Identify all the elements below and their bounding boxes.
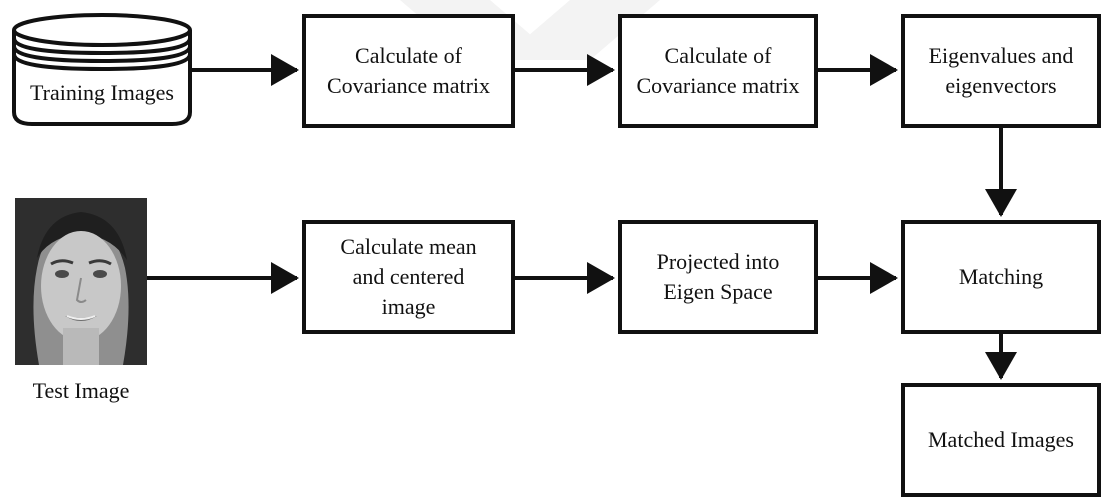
database-icon [12,13,192,126]
projected-eigen-space-box: Projected into Eigen Space [618,220,818,334]
test-face-image [15,198,147,365]
calculate-mean-box: Calculate mean and centered image [302,220,515,334]
calculate-covariance-box-1: Calculate of Covariance matrix [302,14,515,128]
database-label: Training Images [29,80,174,105]
matching-box: Matching [901,220,1101,334]
calculate-covariance-box-2: Calculate of Covariance matrix [618,14,818,128]
test-image-label: Test Image [32,378,130,403]
eigenvalues-box: Eigenvalues and eigenvectors [901,14,1101,128]
matched-images-box: Matched Images [901,383,1101,497]
